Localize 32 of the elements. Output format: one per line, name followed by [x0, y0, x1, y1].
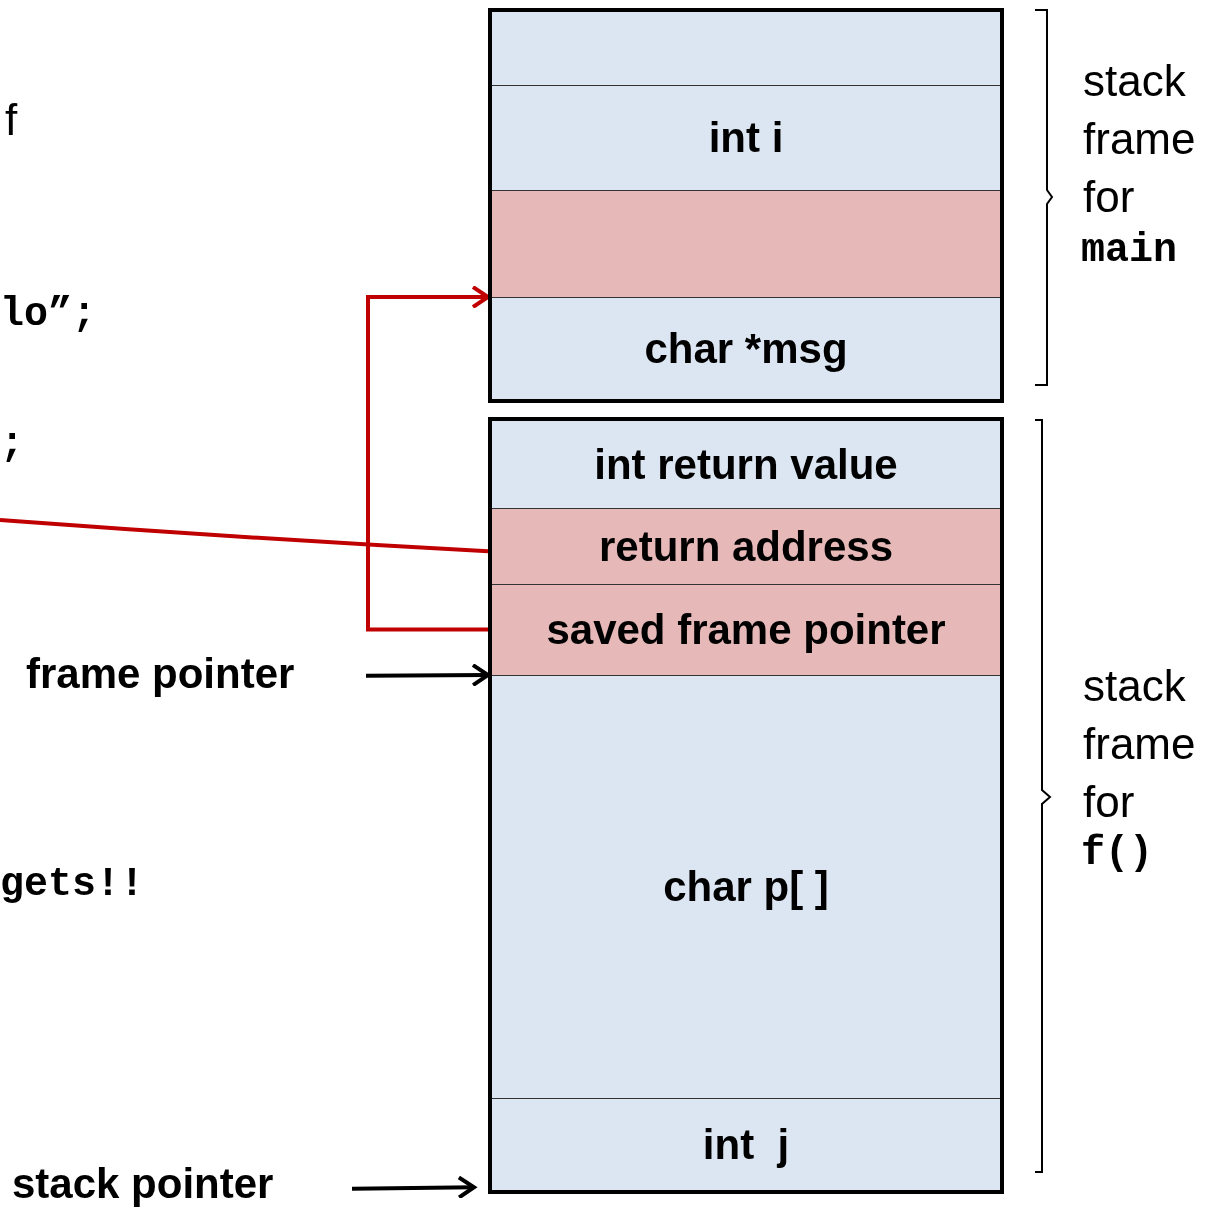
- stack-frame-box: [488, 417, 1004, 1194]
- pointer-label: stack pointer: [12, 1160, 274, 1208]
- annotation-text: f: [5, 95, 18, 145]
- cell-label: int i: [708, 114, 784, 162]
- cell-label: char *msg: [644, 324, 848, 373]
- arrow: [366, 285, 490, 632]
- stack-cell: [492, 508, 1000, 584]
- stack-cell: [492, 1098, 1000, 1190]
- arrow: [351, 1175, 476, 1200]
- cell-label: return address: [598, 522, 894, 571]
- arrow: [366, 663, 490, 688]
- annotation-text: stack frame for: [1083, 55, 1197, 223]
- code-text: ;: [0, 422, 24, 467]
- cell-label: int j: [702, 1120, 790, 1169]
- pointer-label: frame pointer: [26, 650, 295, 698]
- code-text: lo”;: [0, 292, 96, 337]
- cell-label: char p[ ]: [663, 863, 829, 911]
- code-text: gets!!: [0, 862, 145, 907]
- cell-label: saved frame pointer: [546, 606, 946, 654]
- stack-frame-box: [488, 8, 1004, 403]
- cell-label: int return value: [594, 440, 898, 489]
- empty-stack-cell: [492, 190, 1000, 297]
- stack-cell: [492, 85, 1000, 190]
- annotation-text: stack frame for: [1083, 660, 1197, 828]
- code-text: f(): [1081, 831, 1153, 876]
- empty-stack-cell: [492, 12, 1000, 85]
- stack-cell: [492, 584, 1000, 675]
- stack-cell: [492, 675, 1000, 1098]
- stack-cell: [492, 297, 1000, 399]
- connector-line: [0, 518, 489, 554]
- stack-cell: [492, 421, 1000, 508]
- code-text: main: [1081, 228, 1177, 273]
